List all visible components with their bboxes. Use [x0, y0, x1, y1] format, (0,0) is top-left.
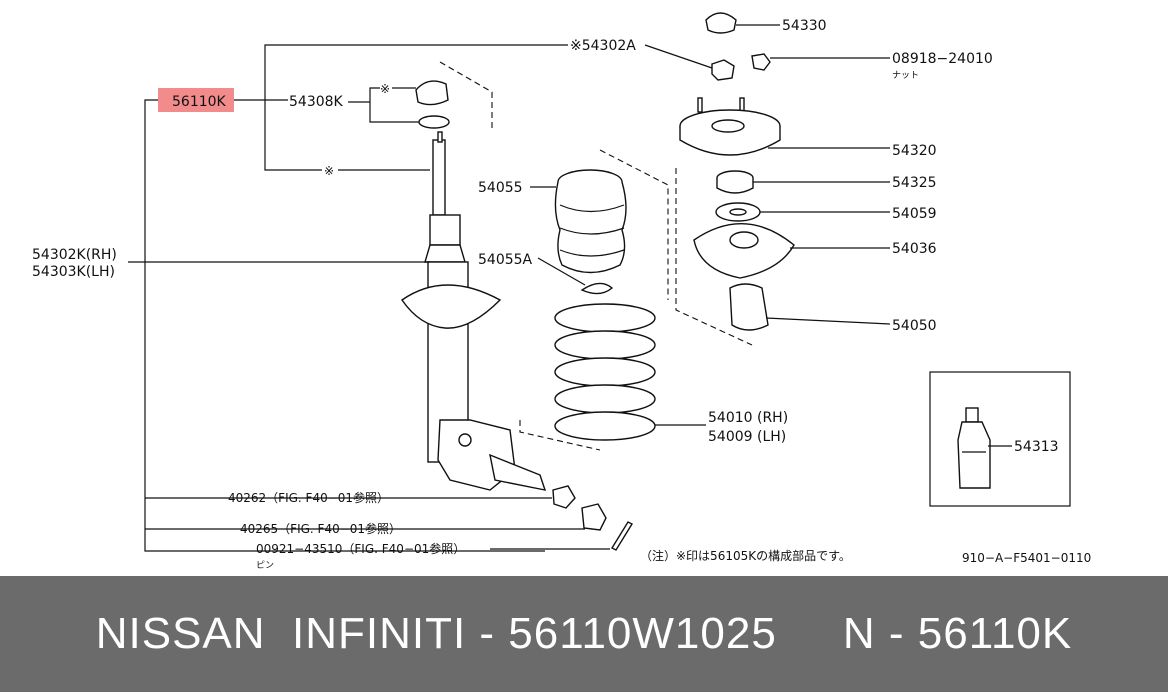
leader-54055a: [537, 257, 586, 286]
label-54059[interactable]: 54059: [892, 206, 937, 222]
label-54010[interactable]: 54010 (RH): [708, 410, 788, 426]
mark-rod: ※: [324, 164, 334, 178]
note-text: （注）※印は56105Kの構成部品です。: [640, 548, 851, 563]
label-54330[interactable]: 54330: [782, 18, 827, 34]
label-54009[interactable]: 54009 (LH): [708, 429, 786, 445]
footer-caption: NISSAN INFINITI - 56110W1025 N - 56110K: [95, 609, 1073, 658]
label-54325[interactable]: 54325: [892, 175, 937, 191]
strut-assembly[interactable]: [401, 61, 547, 491]
label-54050[interactable]: 54050: [892, 318, 937, 334]
footer-bar: NISSAN INFINITI - 56110W1025 N - 56110K: [0, 576, 1168, 692]
label-54313[interactable]: 54313: [1014, 439, 1059, 455]
label-08918-sub: ナット: [892, 70, 919, 81]
label-00921-sub: ピン: [256, 560, 274, 571]
nut-40265[interactable]: [581, 503, 607, 531]
ring-54055a[interactable]: [580, 282, 614, 295]
nut-08918[interactable]: [751, 53, 771, 71]
label-54055a[interactable]: 54055A: [478, 252, 533, 268]
pin-00921[interactable]: [611, 521, 633, 551]
label-54308k[interactable]: 54308K: [289, 94, 344, 110]
label-08918[interactable]: 08918−24010: [892, 51, 993, 67]
coil-spring-54010[interactable]: [519, 303, 656, 451]
grease-box-54313[interactable]: [929, 371, 1071, 507]
highlight-box[interactable]: [158, 88, 234, 112]
parts-diagram: 56110K: [32, 12, 1092, 571]
label-00921[interactable]: 00921−43510（FIG. F40−01参照）: [256, 541, 465, 556]
label-54303k[interactable]: 54303K(LH): [32, 264, 115, 280]
leader-54302a: [644, 44, 713, 69]
leader-54050: [765, 317, 891, 325]
bracket-main: [144, 99, 545, 552]
bearing-54325[interactable]: [716, 170, 754, 194]
label-40265[interactable]: 40265（FIG. F40−01参照）: [240, 521, 401, 536]
bump-stop-54055[interactable]: [554, 149, 669, 300]
label-54302k[interactable]: 54302K(RH): [32, 247, 117, 263]
figure-code: 910−A−F5401−0110: [962, 551, 1091, 565]
bracket-upper: [264, 44, 568, 100]
label-54302a[interactable]: ※54302A: [570, 38, 636, 54]
nut-54302a[interactable]: [711, 59, 735, 81]
bound-bumper-54050[interactable]: [729, 283, 769, 331]
nut-40262[interactable]: [552, 485, 576, 509]
cap-54330[interactable]: [705, 12, 737, 34]
mount-54320[interactable]: [679, 97, 781, 156]
dashed-mount: [675, 168, 753, 346]
bracket-lower: [264, 100, 322, 171]
insulator-54059[interactable]: [715, 202, 761, 222]
mark-top: ※: [380, 82, 390, 96]
bracket-54308k: [348, 87, 420, 123]
label-54320[interactable]: 54320: [892, 143, 937, 159]
label-54036[interactable]: 54036: [892, 241, 937, 257]
seat-54036[interactable]: [693, 222, 795, 279]
label-40262[interactable]: 40262（FIG. F40−01参照）: [228, 490, 389, 505]
label-56110k[interactable]: 56110K: [172, 94, 227, 110]
label-54055[interactable]: 54055: [478, 180, 523, 196]
